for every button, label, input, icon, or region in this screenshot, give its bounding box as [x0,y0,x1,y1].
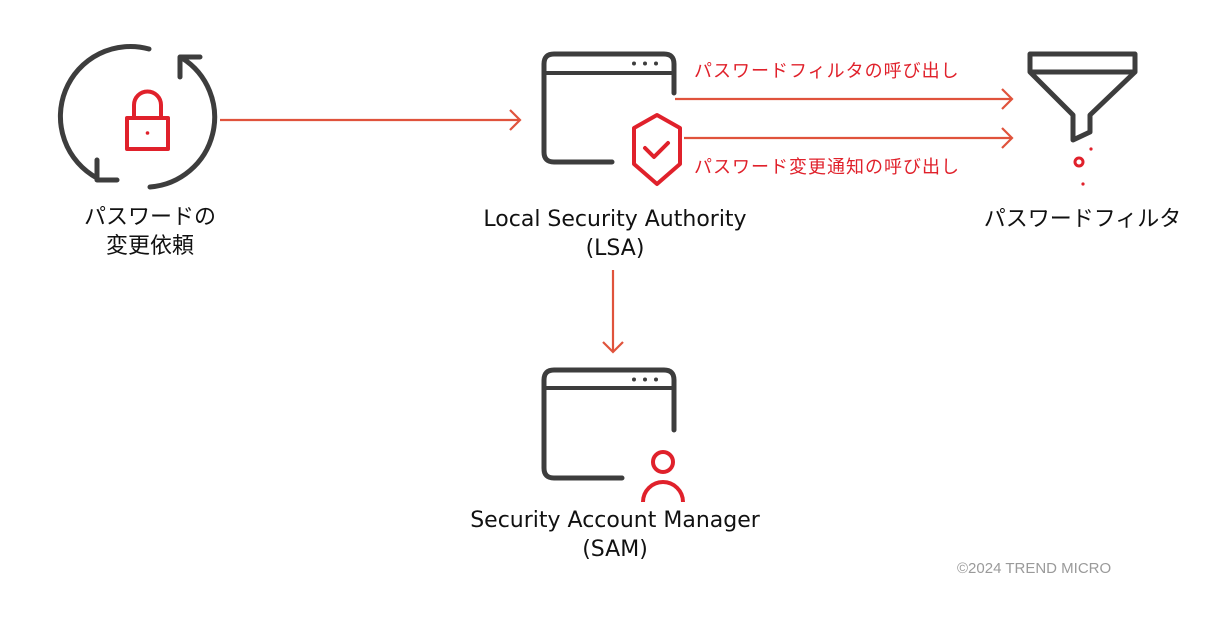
lsa-label-line1: Local Security Authority [483,207,747,232]
keyhole [145,131,150,135]
window-dots [632,61,658,66]
lsa-label: Local Security Authority (LSA) [430,205,800,263]
notify-call-label: パスワード変更通知の呼び出し [694,157,960,178]
arrow-lsa-to-sam [602,270,624,354]
sam-label-line1: Security Account Manager [470,508,760,533]
request-label-line1: パスワードの [83,205,216,230]
checkmark-icon [643,141,670,159]
filter-label: パスワードフィルタ [955,205,1210,234]
lock-refresh-icon [57,44,218,190]
refresh-arrows-icon [57,44,218,190]
filter-call-label: パスワードフィルタの呼び出し [694,61,960,82]
request-label-line2: 変更依頼 [105,234,194,259]
window-user-icon [541,367,685,503]
arrow-notify-call [684,127,1014,149]
window-shield-icon [541,51,682,186]
window-frame [541,367,677,481]
copyright-text: ©2024 TREND MICRO [957,560,1112,577]
user-icon [641,450,685,503]
filter-label-text: パスワードフィルタ [983,207,1182,232]
arrow-request-to-lsa [220,109,522,131]
padlock-icon [125,89,170,151]
funnel-icon [1027,51,1138,186]
droplets [1073,147,1093,186]
window-dots [632,377,658,382]
arrow-filter-call [675,88,1014,110]
lsa-label-line2: (LSA) [585,236,645,261]
sam-label: Security Account Manager (SAM) [420,506,810,564]
shield-icon [632,113,682,186]
request-label: パスワードの 変更依頼 [55,203,245,261]
sam-label-line2: (SAM) [582,537,648,562]
window-frame [541,51,677,165]
